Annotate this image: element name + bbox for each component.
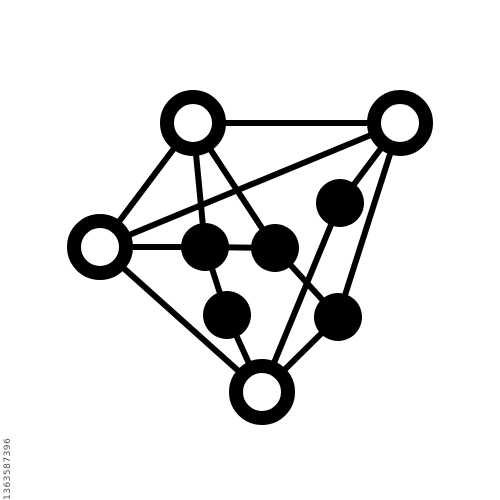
edges-layer [97, 120, 403, 395]
hub-top-right-hollow-node [367, 90, 433, 156]
nodes-layer [67, 90, 433, 425]
node-right-lower-solid-node [314, 293, 362, 341]
hub-bottom-hollow-node [229, 359, 295, 425]
node-inner-left-solid-node [181, 223, 229, 271]
node-inner-lower-solid-node [203, 291, 251, 339]
watermark-id: 1363587396 [3, 437, 13, 500]
hub-left-hollow-node [67, 214, 133, 280]
edge-hub-left-to-hub-top-right [97, 120, 403, 250]
node-right-upper-solid-node [316, 179, 364, 227]
edge-hub-top-right-to-node-right-lower [335, 120, 403, 320]
edge-hub-left-to-hub-bottom [97, 244, 265, 395]
edge-node-right-upper-to-hub-bottom [259, 200, 343, 395]
node-inner-middle-solid-node [251, 224, 299, 272]
hub-top-left-hollow-node [160, 90, 226, 156]
